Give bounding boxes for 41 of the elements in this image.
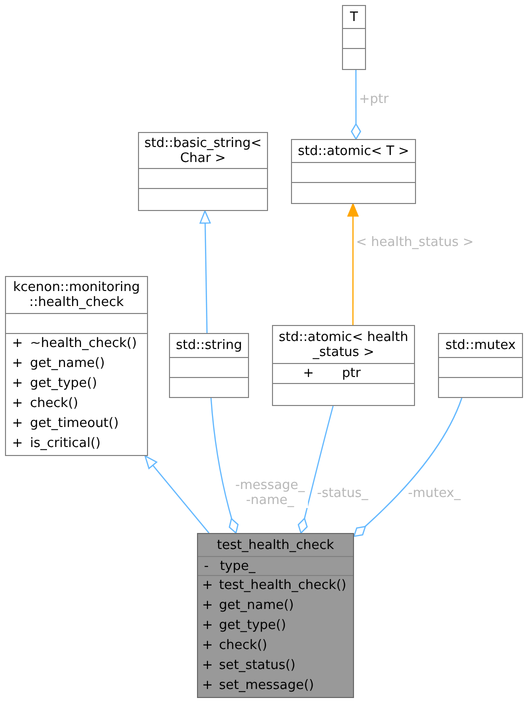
edge-label: +ptr [358, 92, 390, 107]
class-name: kcenon::monitoring ::health_check [12, 280, 141, 310]
member-variable: + ptr [303, 366, 361, 381]
arrow [200, 210, 211, 334]
class-name: std::basic_string< Char > [143, 136, 263, 166]
arrow [144, 455, 210, 534]
class-box [272, 325, 415, 406]
member-variable: - type_ [204, 559, 256, 574]
class-box [138, 132, 268, 211]
member-function: + ~health_check() [12, 336, 137, 351]
class-name: T [350, 10, 358, 24]
class-name: std::atomic< health _status > [278, 330, 410, 360]
member-function: + check() [202, 638, 268, 653]
class-box [169, 333, 249, 398]
aggregation-line [298, 406, 334, 534]
class-name: std::atomic< T > [298, 144, 410, 158]
class-name: std::mutex [445, 338, 516, 353]
member-function: + is_critical() [12, 436, 101, 451]
member-function: + get_name() [202, 598, 294, 613]
edge-label: < health_status > [355, 235, 475, 250]
class-box [342, 5, 366, 70]
member-function: + get_type() [202, 618, 286, 633]
class-box [5, 276, 148, 456]
class-name: test_health_check [216, 538, 334, 552]
member-function: + get_timeout() [12, 416, 119, 431]
class-box [438, 333, 523, 398]
member-function: + check() [12, 396, 78, 411]
class-box [291, 139, 416, 204]
member-function: + set_status() [202, 658, 296, 673]
edge-label: -status_ [316, 486, 370, 501]
aggregation-line [353, 398, 462, 537]
member-function: + get_type() [12, 376, 98, 391]
class-box [197, 533, 354, 698]
member-function: + set_message() [202, 678, 314, 693]
arrow [347, 203, 359, 325]
aggregation-line [350, 70, 362, 140]
edge-label: -mutex_ [407, 486, 462, 501]
class-name: std::string [176, 338, 242, 353]
member-function: + test_health_check() [202, 578, 346, 593]
member-function: + get_name() [12, 356, 105, 371]
aggregation-line [210, 398, 239, 534]
